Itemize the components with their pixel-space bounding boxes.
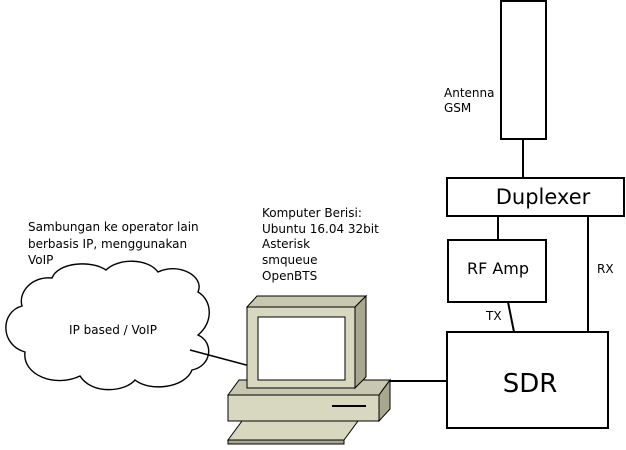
rf-amp-label: RF Amp [467,259,529,278]
computer-caption-line4: smqueue [262,253,318,267]
sdr-label: SDR [503,369,558,399]
cloud-caption-line2: berbasis IP, menggunakan [28,237,187,251]
computer-caption-line1: Komputer Berisi: [262,206,362,220]
rx-label: RX [597,262,614,276]
computer-caption-line2: Ubuntu 16.04 32bit [262,222,379,236]
tx-link [507,301,515,333]
duplexer-label: Duplexer [496,185,591,209]
antenna-box [500,0,547,140]
sdr-box [446,331,609,429]
antenna-label-line1: Antenna [444,86,494,100]
duplexer-box [446,177,625,217]
cloud-caption-line3: VoIP [28,253,53,267]
cloud-label: IP based / VoIP [69,323,157,337]
antenna-label-line2: GSM [444,101,471,115]
rf-amp-box [447,239,547,303]
computer-icon [227,294,391,445]
computer-caption-line5: OpenBTS [262,269,317,283]
cloud-caption-line1: Sambungan ke operator lain [28,220,199,234]
cloud-computer-link [189,349,251,367]
internet-cloud [5,260,210,391]
computer-caption-line3: Asterisk [262,237,310,251]
tx-label: TX [485,309,502,323]
